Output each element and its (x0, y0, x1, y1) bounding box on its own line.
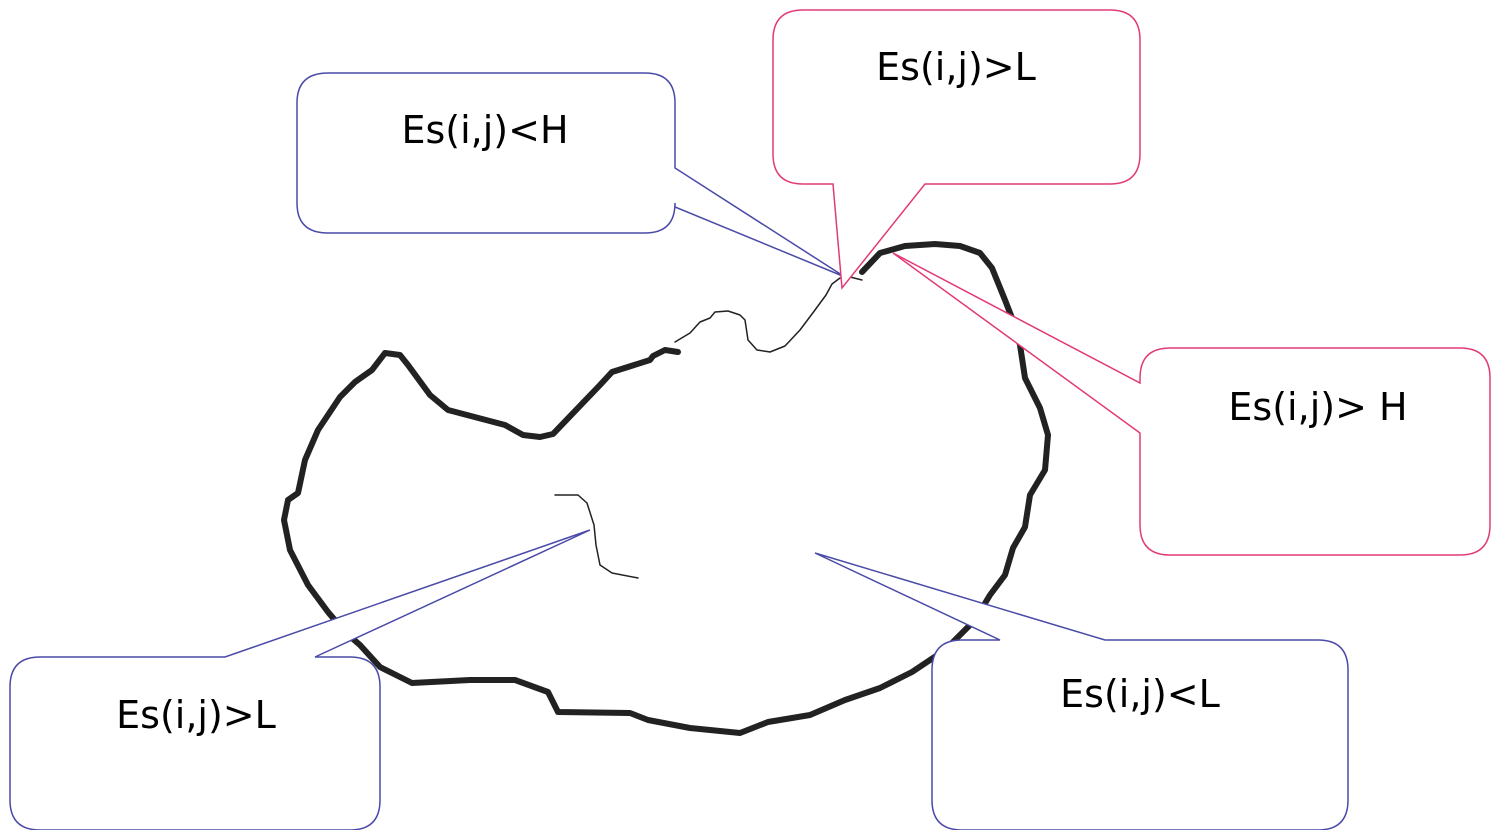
callout-top-left: Es(i,j)<H (296, 72, 846, 278)
callout-top-left-box (296, 72, 846, 278)
callout-right-box (892, 252, 1491, 556)
weak-edge-segment-inner (554, 494, 639, 579)
callout-bottom-right: Es(i,j)<L (814, 552, 1349, 830)
callout-bottom-left-label: Es(i,j)>L (116, 693, 276, 737)
callout-bottom-right-label: Es(i,j)<L (1060, 672, 1220, 716)
callout-top-center-box (772, 9, 1141, 290)
weak-edge-segment-top (674, 277, 841, 353)
callout-top-center-label: Es(i,j)>L (876, 45, 1036, 89)
callout-right: Es(i,j)> H (892, 252, 1491, 556)
strong-edge-contour-main (281, 241, 1051, 736)
callout-top-left-label: Es(i,j)<H (401, 108, 568, 152)
callout-top-center: Es(i,j)>L (772, 9, 1141, 290)
callout-right-label: Es(i,j)> H (1228, 385, 1407, 429)
